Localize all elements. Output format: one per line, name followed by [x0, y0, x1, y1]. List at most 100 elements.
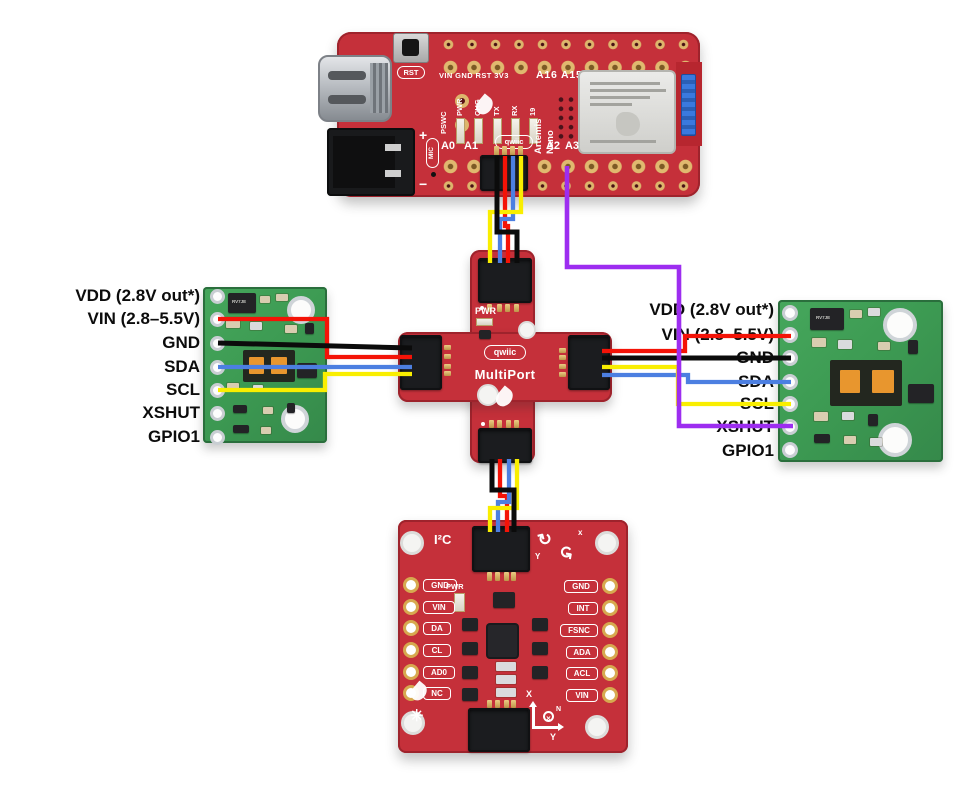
component: [838, 340, 852, 349]
axis-z-into-page-icon: ×: [543, 711, 554, 723]
sensor-aperture: [840, 370, 860, 393]
multiport-bottom-connector: [478, 428, 532, 463]
battery-pin-2: [385, 170, 401, 177]
right-sensor-pin-xshut: [782, 419, 798, 435]
multiport-pin: [497, 420, 502, 428]
component: [868, 308, 880, 316]
right-sensor-pin-gpio1: [782, 442, 798, 458]
battery-plus-label: +: [419, 127, 428, 143]
imu-flag-acl: ACL: [566, 667, 598, 680]
sensor-aperture: [249, 357, 264, 374]
label-left-sda: SDA: [164, 357, 200, 376]
shield-etch-line: [590, 140, 656, 143]
artemis-top-outer-pad-row: [432, 38, 700, 51]
imu-pwr-led: [454, 593, 465, 612]
chg-led: [474, 118, 483, 144]
multiport-pin: [444, 371, 451, 376]
pswc-label: PSWC: [439, 111, 448, 135]
qwiic-pin: [494, 146, 499, 156]
usb-slot-bottom: [328, 95, 366, 104]
left-sensor-pin-xshut: [210, 406, 225, 421]
imu-flag-vin-left: VIN: [423, 601, 455, 614]
battery-pin-1: [385, 144, 401, 151]
axis-y-arrowhead: [558, 723, 564, 731]
gyro-axis-x-label: x: [578, 528, 583, 537]
left-sensor-pin-sda: [210, 360, 225, 375]
power-pin-row-label: VIN GND RST 3V3: [439, 71, 509, 80]
label-right-xshut: XSHUT: [716, 417, 774, 436]
a2-label: A2: [545, 140, 561, 152]
multiport-pin: [489, 420, 494, 428]
led-label-chg: CHG: [473, 99, 482, 116]
component: [253, 385, 263, 391]
led-label-tx: TX: [492, 106, 501, 116]
a1-label: A1: [463, 140, 479, 152]
rx-led: [511, 118, 520, 144]
multiport-pin: [444, 354, 451, 359]
gyro-rotation-icon: ↻: [535, 528, 555, 551]
right-sensor-pin-gnd: [782, 350, 798, 366]
component: [305, 323, 314, 334]
multiport-pwr-led: [476, 318, 493, 326]
imu-pwr-label: PWR: [446, 582, 464, 591]
component: [496, 688, 516, 697]
component: [260, 296, 270, 303]
axis-x-label: X: [526, 689, 533, 699]
mic-hole: [431, 172, 436, 177]
mic-label: MIC: [428, 147, 435, 160]
imu-pin: [504, 700, 509, 708]
imu-flag-da: DA: [423, 622, 451, 635]
imu-mount-hole: [401, 711, 425, 735]
multiport-name: MultiPort: [474, 367, 536, 382]
component: [462, 618, 478, 631]
component: [868, 414, 878, 426]
led-label-pwr: PWR: [455, 98, 464, 117]
component: [532, 618, 548, 631]
component: [814, 412, 828, 421]
multiport-pin: [559, 348, 566, 353]
usb-c-connector: [318, 55, 392, 122]
component: [287, 403, 295, 413]
right-sensor-pin-vdd: [782, 305, 798, 321]
axis-x-line: [532, 707, 535, 728]
multiport-pwr-label: PWR: [475, 306, 496, 316]
shield-etch-line: [590, 89, 666, 92]
imu-bottom-qwiic-connector: [468, 708, 530, 752]
component: [850, 310, 862, 318]
component: [462, 688, 478, 701]
imu-main-ic: [488, 625, 517, 657]
label-left-vdd: VDD (2.8V out*): [75, 286, 200, 305]
imu-mount-hole: [400, 531, 424, 555]
component: [227, 383, 239, 391]
artemis-qwiic-connector: [480, 155, 528, 191]
multiport-mount-hole: [518, 321, 536, 339]
imu-pin-vin: [403, 599, 419, 615]
imu-pin-ada: [602, 644, 618, 660]
battery-connector-cavity: [333, 136, 395, 188]
multiport-pin: [487, 304, 492, 312]
multiport-component: [479, 330, 491, 339]
label-right-scl: SCL: [740, 394, 774, 413]
left-sensor-pin-gnd: [210, 336, 225, 351]
label-right-vin: VIN (2.8–5.5V): [661, 325, 774, 344]
label-left-gnd: GND: [162, 333, 200, 352]
component: [814, 434, 830, 443]
component: [276, 294, 288, 301]
multiport-pin: [444, 345, 451, 350]
label-right-vdd: VDD (2.8V out*): [649, 300, 774, 319]
left-distance-sensor-board: RV7JE: [203, 287, 327, 445]
gyro-rotation-icon: ↺: [555, 543, 577, 561]
multiport-pin: [444, 364, 451, 369]
component: [532, 666, 548, 679]
qwiic-pin: [510, 146, 515, 156]
regulator-marking: RV7JE: [232, 299, 247, 304]
multiport-pin: [505, 304, 510, 312]
component: [261, 427, 271, 434]
tof-sensor-module: [830, 360, 902, 406]
label-right-gpio1: GPIO1: [722, 441, 774, 460]
left-sensor-mount-hole: [281, 405, 309, 433]
component: [462, 666, 478, 679]
component: [870, 438, 882, 446]
imu-breakout-board: I²C ↻ ↺ x Y PWR GND VIN DA CL AD0 NC: [398, 520, 628, 753]
